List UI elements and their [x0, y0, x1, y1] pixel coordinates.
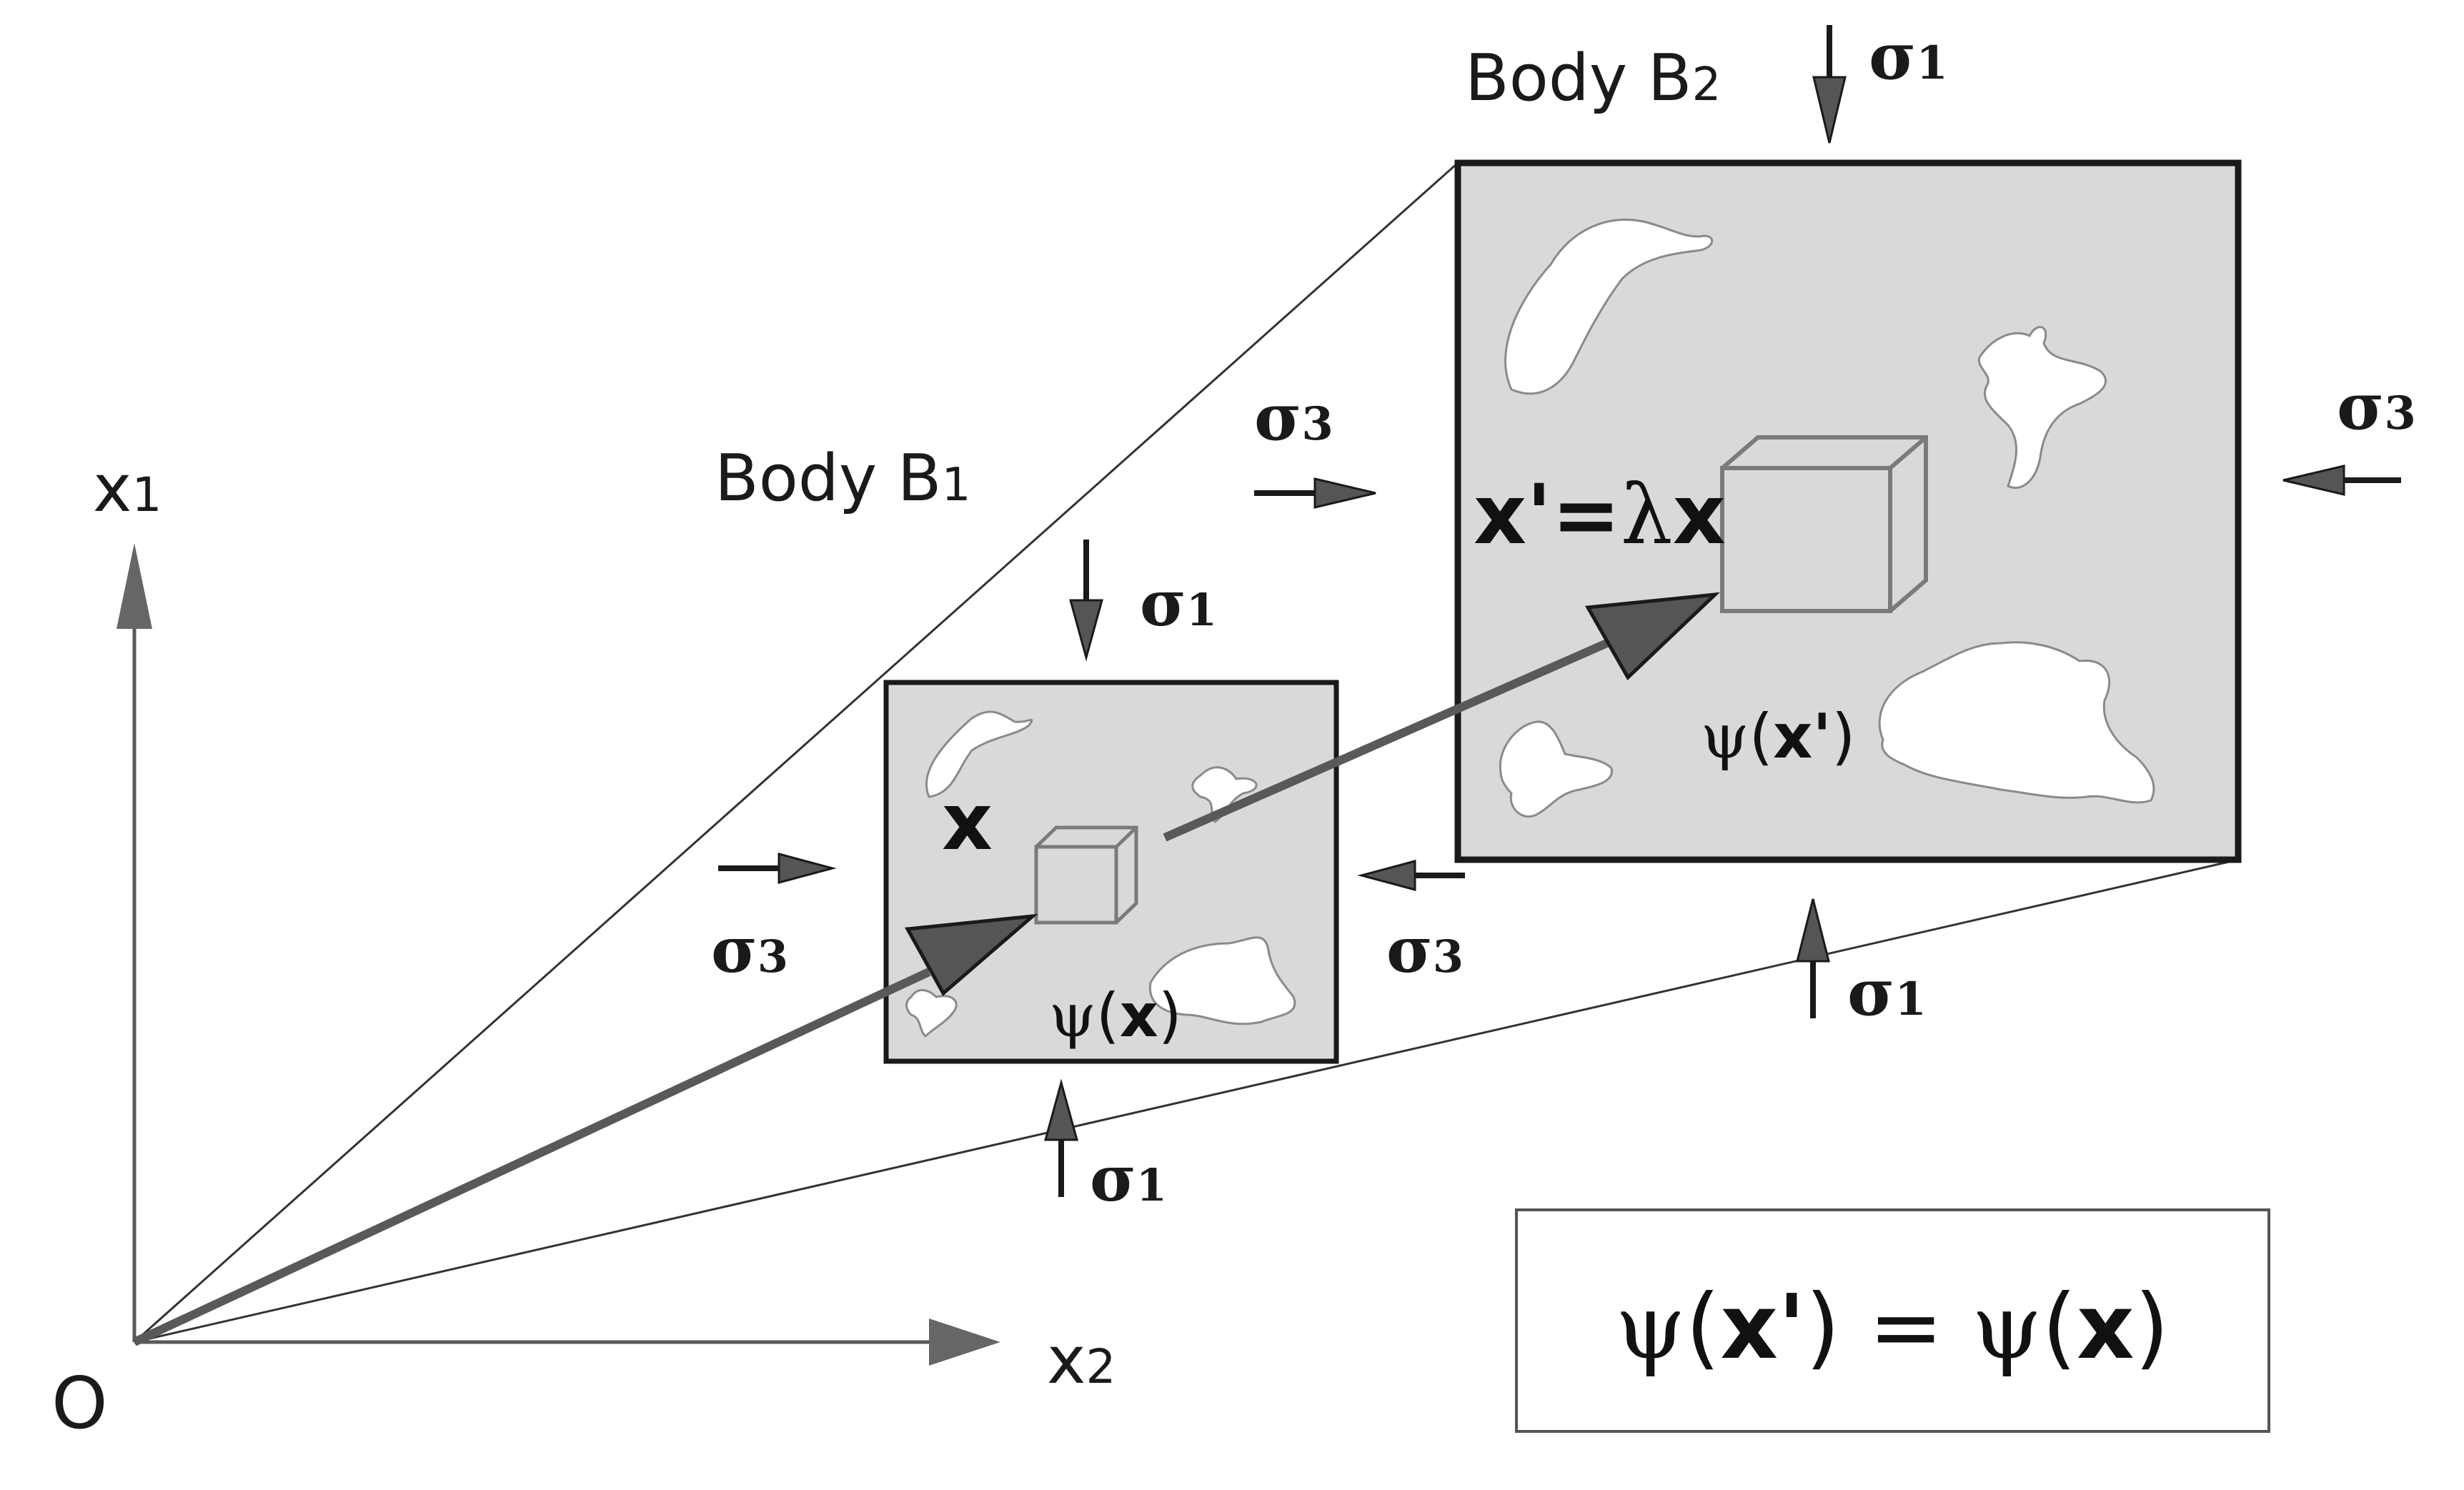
- equation-box: ψ(x') = ψ(x): [1515, 1208, 2270, 1433]
- b1-title: Body B1: [715, 441, 970, 516]
- b1-sigma1-bottom-label: σ1: [1090, 1141, 1167, 1216]
- x2-axis: [134, 1318, 1000, 1366]
- projection-lines: [134, 162, 2239, 1344]
- b2-sigma3-right-label: σ3: [2337, 369, 2416, 444]
- b2-sigma3-right-arrow: [2282, 465, 2401, 496]
- b1-point-label: x: [942, 776, 993, 868]
- b2-sigma1-top-arrow: [1812, 25, 1847, 144]
- x1-axis-label: x1: [93, 450, 162, 527]
- b1-sigma1-top-label: σ1: [1140, 566, 1217, 640]
- pore-shape: [925, 710, 1033, 798]
- pore-shape: [1499, 720, 1613, 818]
- position-vector-x: [132, 913, 1038, 1346]
- pore-shape: [905, 989, 958, 1038]
- body-b2: x'=λx ψ(x') Body B2: [1454, 41, 2242, 863]
- body-b1: x ψ(x) Body B1: [715, 441, 1339, 1064]
- x1-axis: [116, 543, 152, 1342]
- b2-cube: [1720, 435, 1928, 613]
- pore-shape: [1878, 641, 2155, 804]
- b1-sigma1-bottom-arrow: [1044, 1078, 1078, 1197]
- pore-shape: [1148, 936, 1296, 1025]
- b2-sigma1-bottom-label: σ1: [1847, 955, 1927, 1030]
- b2-sigma3-left-label: σ3: [1254, 379, 1333, 455]
- vector-x-prime-arrowhead: [1584, 592, 1721, 681]
- vector-x-arrowhead: [904, 913, 1038, 996]
- b2-mapping-label: x'=λx: [1474, 467, 1726, 563]
- pore-shape: [1977, 326, 2107, 490]
- x2-axis-label: x2: [1047, 1322, 1116, 1399]
- pore-shape: [1191, 766, 1258, 823]
- invariance-equation: ψ(x') = ψ(x): [1616, 1276, 2170, 1379]
- b1-sigma3-right-arrow: [1357, 860, 1465, 891]
- b1-cube: [1034, 825, 1138, 925]
- b2-sigma3-left-arrow: [1254, 477, 1376, 509]
- pore-shape: [1504, 219, 1714, 395]
- b2-title: Body B2: [1465, 41, 1721, 116]
- b1-sigma3-left-label: σ3: [711, 913, 788, 987]
- b2-sigma1-top-label: σ1: [1869, 19, 1948, 94]
- position-vector-x-prime: [1163, 592, 1721, 842]
- b1-sigma3-left-arrow: [718, 853, 837, 884]
- b2-psi-label: ψ(x'): [1701, 701, 1855, 773]
- b1-psi-label: ψ(x): [1049, 980, 1182, 1051]
- b1-sigma1-top-arrow: [1069, 540, 1103, 662]
- b1-sigma3-right-label: σ3: [1386, 913, 1464, 987]
- b2-sigma1-bottom-arrow: [1796, 898, 1830, 1018]
- origin-label: O: [51, 1361, 108, 1445]
